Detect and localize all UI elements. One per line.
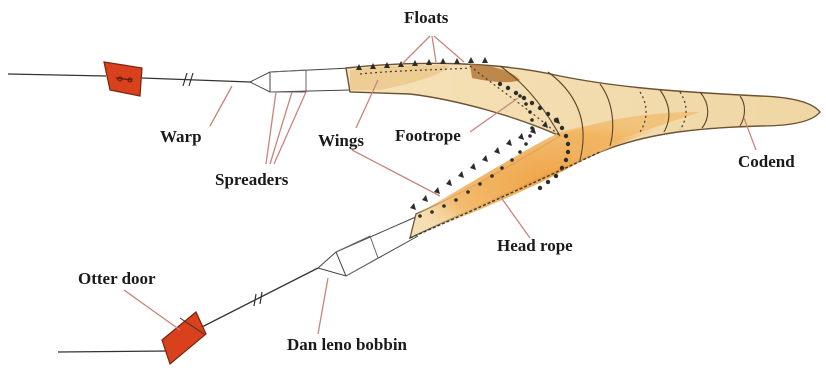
label-footrope: Footrope [395,126,461,145]
upper-otter-door [104,62,142,96]
leader-spreaders-3 [274,92,306,164]
leader-head-rope [500,196,530,238]
leader-spreaders-2 [270,92,292,164]
leader-floats-1 [402,36,430,64]
leader-otter-door [124,290,180,330]
warp-break-marks [183,73,262,306]
leader-spreaders-1 [266,92,276,164]
label-spreaders: Spreaders [215,170,289,189]
lower-warp-line [58,351,168,352]
leader-wings-lower [352,150,440,196]
upper-warp-line-2 [142,78,250,82]
label-floats: Floats [404,8,449,27]
leader-floats-2 [432,36,436,62]
label-head-rope: Head rope [497,236,573,255]
lower-warp-line-2 [196,268,318,330]
leader-floats-3 [434,36,464,62]
label-warp: Warp [160,127,202,146]
label-codend: Codend [738,152,795,171]
leader-dan-leno [318,278,328,334]
net-body [346,57,820,238]
lower-otter-door [162,312,206,364]
label-dan-leno-bobbin: Dan leno bobbin [287,335,408,354]
upper-warp-line [8,74,106,76]
warp-cables [8,74,318,352]
label-wings: Wings [318,131,364,150]
labels: Floats Warp Spreaders Wings Footrope Cod… [78,8,795,354]
label-otter-door: Otter door [78,269,156,288]
leader-warp [210,86,232,126]
